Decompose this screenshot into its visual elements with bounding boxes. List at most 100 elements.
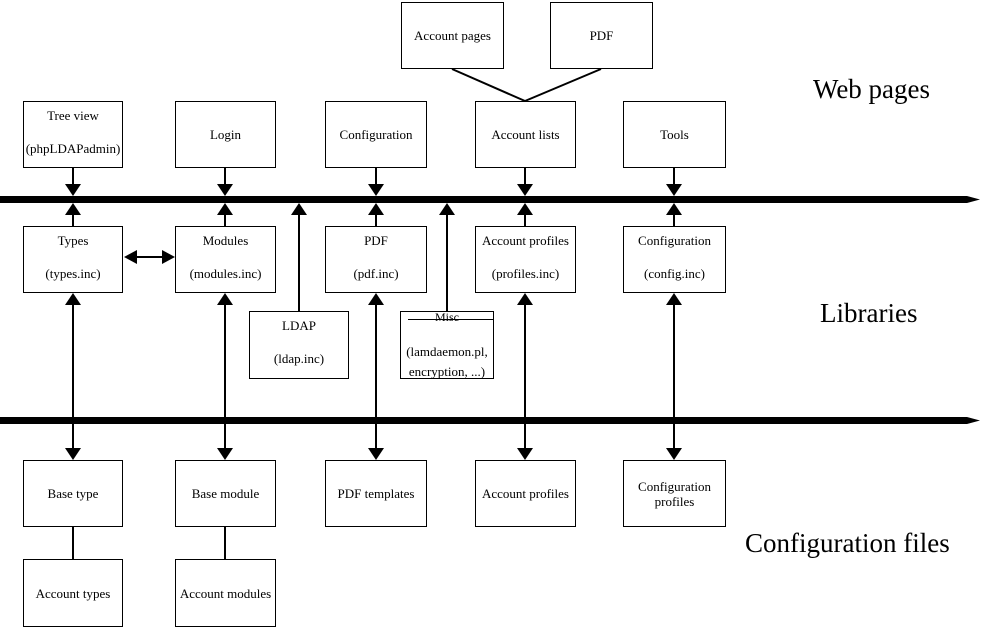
node-label: Account modules [179, 585, 272, 601]
node-pdf-lib: PDF (pdf.inc) [325, 226, 427, 293]
connector-line [446, 214, 448, 312]
connector-arrowhead [65, 448, 81, 460]
node-label: Account types [35, 585, 111, 601]
node-sublabel: (config.inc) [643, 266, 705, 281]
node-sublabel: (pdf.inc) [353, 266, 399, 281]
node-tools: Tools [623, 101, 726, 168]
connector-arrowhead [517, 184, 533, 196]
node-sublabel: (profiles.inc) [491, 266, 560, 281]
connector-line [224, 527, 226, 559]
layer-divider-top [0, 196, 980, 203]
connector-arrowhead [666, 448, 682, 460]
node-label: Misc [435, 310, 459, 324]
connector-arrowhead [65, 203, 81, 215]
connector-arrowhead [217, 293, 233, 305]
node-label: Tree view [47, 108, 99, 123]
node-label: Account profiles [481, 486, 569, 501]
node-label: Base module [191, 486, 260, 501]
misc-title-underline [408, 319, 494, 320]
connector-arrowhead [124, 250, 137, 264]
node-label: Account lists [491, 127, 560, 142]
connector-line [673, 300, 675, 449]
node-sublabel: (lamdaemon.pl, [406, 344, 488, 359]
node-label: Account pages [414, 28, 491, 43]
node-configuration-lib: Configuration (config.inc) [623, 226, 726, 293]
connector-line [298, 214, 300, 312]
node-configuration-page: Configuration [325, 101, 427, 168]
connector-arrowhead [517, 448, 533, 460]
node-sublabel: (modules.inc) [189, 266, 262, 281]
node-account-profiles-lib: Account profiles (profiles.inc) [475, 226, 576, 293]
connector-line [72, 300, 74, 449]
node-base-type: Base type [23, 460, 123, 527]
node-label: Types [57, 233, 89, 248]
connector-arrowhead [217, 448, 233, 460]
connector-line [224, 300, 226, 449]
connector-line [524, 300, 526, 449]
node-misc: Misc (lamdaemon.pl, encryption, ...) [400, 311, 494, 379]
connector-arrowhead [217, 203, 233, 215]
node-label: Login [209, 127, 242, 142]
connector-line [72, 527, 74, 559]
connector-arrowhead [666, 184, 682, 196]
node-pdf-templates: PDF templates [325, 460, 427, 527]
connector-line [72, 168, 74, 186]
node-sublabel: (types.inc) [45, 266, 101, 281]
connector-arrowhead [291, 203, 307, 215]
node-account-pages: Account pages [401, 2, 504, 69]
node-modules: Modules (modules.inc) [175, 226, 276, 293]
connector-line [224, 168, 226, 186]
node-configuration-profiles: Configuration profiles [623, 460, 726, 527]
node-label: Tools [660, 127, 689, 142]
node-login: Login [175, 101, 276, 168]
connector-line [673, 214, 675, 226]
node-ldap: LDAP (ldap.inc) [249, 311, 349, 379]
connector-line [224, 214, 226, 226]
connector-line [673, 168, 675, 186]
connector-arrowhead [368, 184, 384, 196]
connector-line [135, 256, 164, 258]
node-label: Configuration profiles [638, 478, 711, 509]
connector-arrowhead [666, 203, 682, 215]
node-label: PDF [589, 28, 614, 43]
connector-arrowhead [517, 203, 533, 215]
node-label: Modules [202, 233, 249, 248]
node-account-types: Account types [23, 559, 123, 627]
node-types: Types (types.inc) [23, 226, 123, 293]
layer-label-libraries: Libraries [820, 298, 918, 328]
connector-arrowhead [439, 203, 455, 215]
connector-line [524, 214, 526, 226]
node-base-module: Base module [175, 460, 276, 527]
connector-arrowhead [368, 203, 384, 215]
connector-arrowhead [65, 293, 81, 305]
node-label: Configuration [638, 233, 711, 248]
connector-line [524, 168, 526, 186]
node-label: Base type [47, 486, 99, 501]
connector-arrowhead [162, 250, 175, 264]
connector-arrowhead [517, 293, 533, 305]
node-sublabel: encryption, ...) [408, 364, 486, 379]
connector-line [72, 214, 74, 226]
node-label: Account profiles [481, 233, 569, 248]
layer-label-web-pages: Web pages [813, 74, 931, 104]
node-label: PDF templates [337, 486, 415, 501]
node-tree-view: Tree view (phpLDAPadmin) [23, 101, 123, 168]
node-pdf-page: PDF [550, 2, 653, 69]
node-sublabel: (ldap.inc) [273, 351, 325, 366]
connector-line [375, 168, 377, 186]
connector-line [375, 214, 377, 226]
connector-arrowhead [368, 448, 384, 460]
connector-line [375, 300, 377, 449]
node-label: Configuration [339, 127, 413, 142]
connector-arrowhead [666, 293, 682, 305]
layer-divider-bottom [0, 417, 980, 424]
node-account-lists: Account lists [475, 101, 576, 168]
node-label: LDAP [282, 318, 316, 333]
node-sublabel: (phpLDAPadmin) [25, 141, 121, 156]
node-label: PDF [364, 233, 388, 248]
layer-label-configuration-files: Configuration files [745, 528, 950, 558]
node-account-profiles-config: Account profiles [475, 460, 576, 527]
node-account-modules: Account modules [175, 559, 276, 627]
